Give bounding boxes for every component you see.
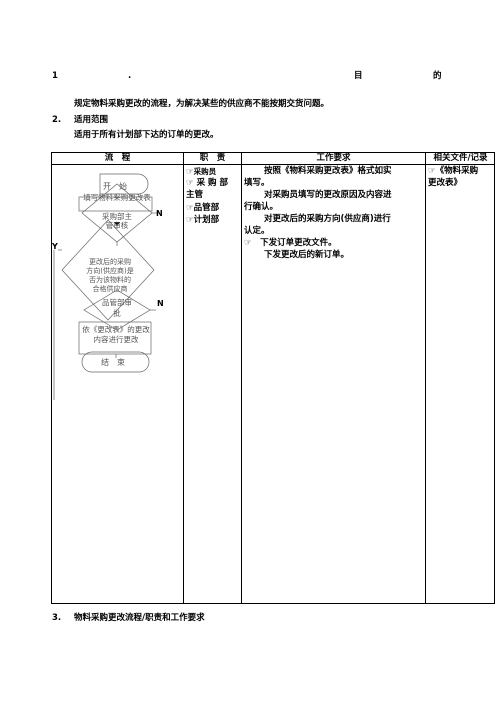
step1-process-shape (78, 196, 153, 212)
end-label: 结 束 (101, 358, 125, 367)
decision3-label: 品管部审批 (102, 298, 132, 318)
step1-label: 填写物料采购更改表 (83, 193, 151, 202)
document-line: 更改表》 (428, 178, 463, 188)
decision2-label: 更改后的采购方向(供应商)是否为该物料的合格供应商 (86, 258, 134, 293)
pointing-hand-icon: ☞ (244, 238, 252, 248)
decision2-yes-label: Y (52, 242, 58, 251)
requirement-line: ☞ 下发订单更改文件。 (244, 238, 337, 248)
start-terminator-shape (99, 173, 149, 195)
section2-number: 2. (52, 115, 62, 125)
duty-item: ☞品管部 (186, 203, 220, 213)
section1-title-part1: 目 (354, 71, 363, 81)
section3-title: 物料采购更改流程/职责和工作要求 (74, 613, 205, 623)
requirement-line: 下发更改后的新订单。 (264, 250, 350, 260)
requirement-line: 填写。 (244, 178, 270, 188)
table-divider (425, 152, 426, 604)
decision3-shape (83, 289, 151, 331)
decision1-no-label: N (156, 209, 163, 218)
decision1-label: 采购部主管审核 (102, 212, 132, 230)
decision2-shape (61, 219, 155, 321)
section3-number: 3. (52, 613, 62, 623)
purpose-text: 规定物料采购更改的流程，为解决某些的供应商不能按期交货问题。 (74, 99, 330, 109)
header-requirements: 工作要求 (316, 153, 351, 163)
header-documents: 相关文件/记录 (433, 153, 488, 163)
requirement-line: 对更改后的采购方向(供应商)进行 (264, 214, 391, 224)
start-label: 开 始 (103, 182, 127, 191)
end-terminator-shape (81, 351, 150, 373)
arrow-down-icon (114, 222, 120, 226)
scope-text: 适用于所有计划部下达的订单的更改。 (74, 130, 219, 140)
duty-item: 主管 (186, 190, 204, 200)
section1-dot: . (128, 71, 132, 81)
header-duty: 职 责 (199, 153, 226, 163)
pointing-hand-icon: ☞ (186, 178, 194, 188)
table-divider (183, 152, 184, 604)
section1-number: 1 (52, 71, 58, 81)
procedure-table (51, 152, 495, 604)
duty-item: ☞计划部 (186, 215, 220, 225)
pointing-hand-icon: ☞ (186, 215, 194, 225)
section1-title-part2: 的 (433, 71, 442, 81)
requirement-line: 按照《物料采购更改表》格式如实 (264, 166, 392, 176)
decision3-no-label: N (157, 299, 164, 308)
step2-process-shape (78, 321, 152, 355)
document-line: ☞《物料采购 (428, 166, 479, 176)
pointing-hand-icon: ☞ (186, 203, 194, 213)
step2-label: 依《更改表》的更改内容进行更改 (82, 325, 150, 344)
table-header-divider (51, 164, 495, 165)
duty-item: ☞ 采 购 部 (186, 178, 229, 188)
duty-item: ☞采购员 (186, 167, 217, 177)
requirement-line: 认定。 (244, 226, 270, 236)
requirement-line: 行确认。 (244, 202, 279, 212)
section2-title: 适用范围 (74, 115, 109, 125)
pointing-hand-icon: ☞ (186, 167, 194, 177)
table-divider (241, 152, 242, 604)
pointing-hand-icon: ☞ (428, 166, 436, 176)
header-flow: 流 程 (104, 153, 131, 163)
requirement-line: 对采购员填写的更改原因及内容进 (264, 190, 392, 200)
